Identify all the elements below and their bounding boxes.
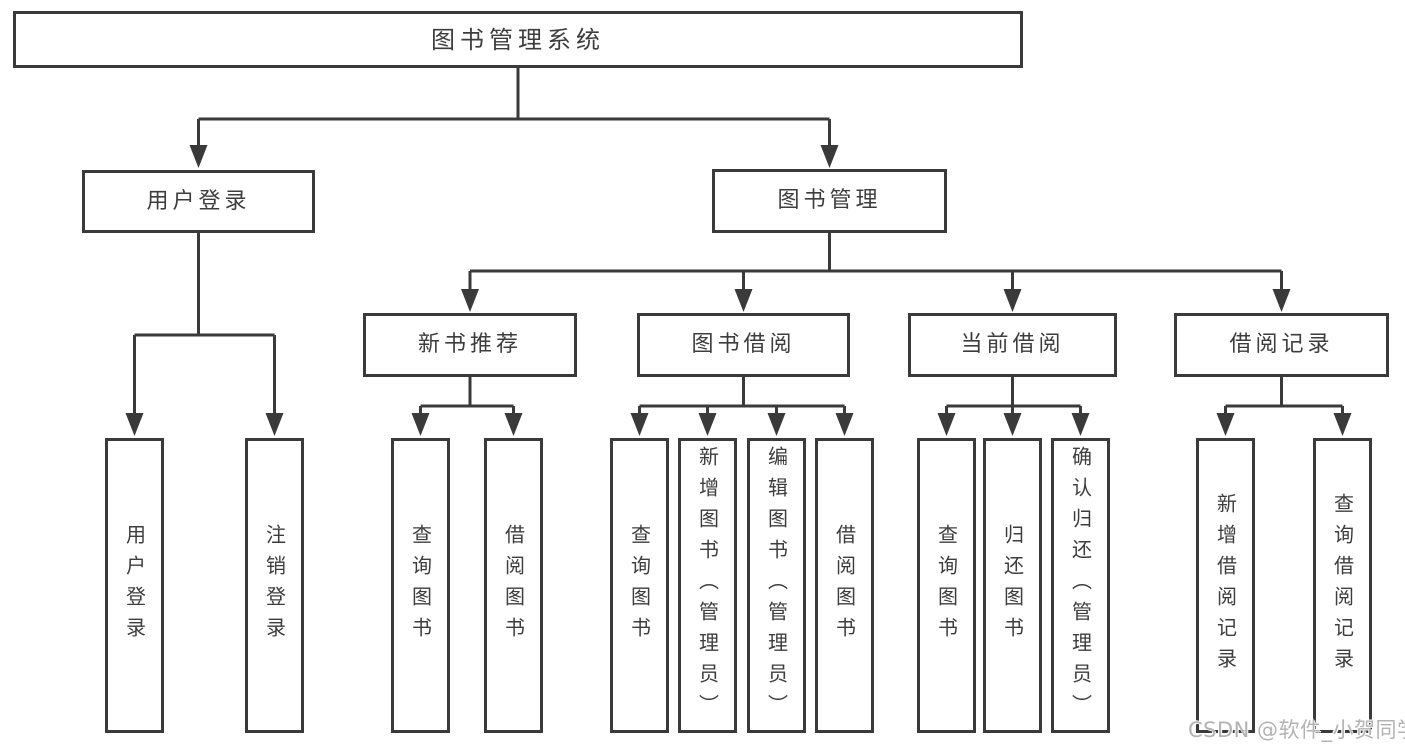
node-user-login: 用户登录	[82, 170, 315, 233]
node-current-borrowing: 当前借阅	[908, 313, 1117, 377]
leaf-label: 查询图书	[934, 523, 959, 648]
leaf-query-books-recommend: 查询图书	[391, 438, 450, 733]
node-label: 图书借阅	[691, 332, 796, 357]
node-book-borrowing: 图书借阅	[637, 313, 850, 377]
leaf-add-borrow-record: 新增借阅记录	[1196, 438, 1255, 733]
arrowheads	[125, 145, 1352, 436]
node-label: 借阅记录	[1229, 332, 1334, 357]
leaf-edit-book-admin: 编辑图书（管理员）	[747, 438, 806, 733]
node-label: 图书管理系统	[431, 25, 605, 54]
leaf-label: 查询借阅记录	[1330, 492, 1355, 679]
leaf-label: 编辑图书（管理员）	[764, 446, 789, 725]
leaf-query-books-borrowing: 查询图书	[610, 438, 669, 733]
leaf-label: 查询图书	[408, 523, 433, 648]
leaf-label: 确认归还（管理员）	[1068, 446, 1093, 725]
leaf-confirm-return-admin: 确认归还（管理员）	[1051, 438, 1110, 733]
leaf-label: 借阅图书	[832, 523, 857, 648]
node-library-management-system: 图书管理系统	[13, 11, 1023, 68]
node-new-book-recommend: 新书推荐	[363, 313, 577, 377]
node-label: 图书管理	[777, 188, 882, 213]
leaf-borrow-books-borrowing: 借阅图书	[815, 438, 874, 733]
leaf-label: 用户登录	[122, 523, 147, 648]
leaf-label: 查询图书	[627, 523, 652, 648]
leaf-label: 借阅图书	[501, 523, 526, 648]
csdn-watermark: CSDN @软件_小贺同学	[1188, 718, 1405, 742]
leaf-user-login: 用户登录	[105, 438, 164, 733]
node-label: 当前借阅	[960, 332, 1065, 357]
node-borrowing-records: 借阅记录	[1174, 313, 1389, 377]
leaf-label: 新增借阅记录	[1213, 492, 1238, 679]
leaf-query-borrow-record: 查询借阅记录	[1313, 438, 1372, 733]
leaf-label: 新增图书（管理员）	[695, 446, 720, 725]
leaf-label: 注销登录	[262, 523, 287, 648]
leaf-return-book: 归还图书	[983, 438, 1042, 733]
leaf-label: 归还图书	[1000, 523, 1025, 648]
node-book-management: 图书管理	[712, 169, 947, 233]
leaf-add-book-admin: 新增图书（管理员）	[678, 438, 737, 733]
leaf-logout: 注销登录	[245, 438, 304, 733]
node-label: 用户登录	[146, 188, 251, 214]
leaf-query-books-current: 查询图书	[917, 438, 976, 733]
node-label: 新书推荐	[417, 332, 522, 357]
leaf-borrow-books-recommend: 借阅图书	[484, 438, 543, 733]
